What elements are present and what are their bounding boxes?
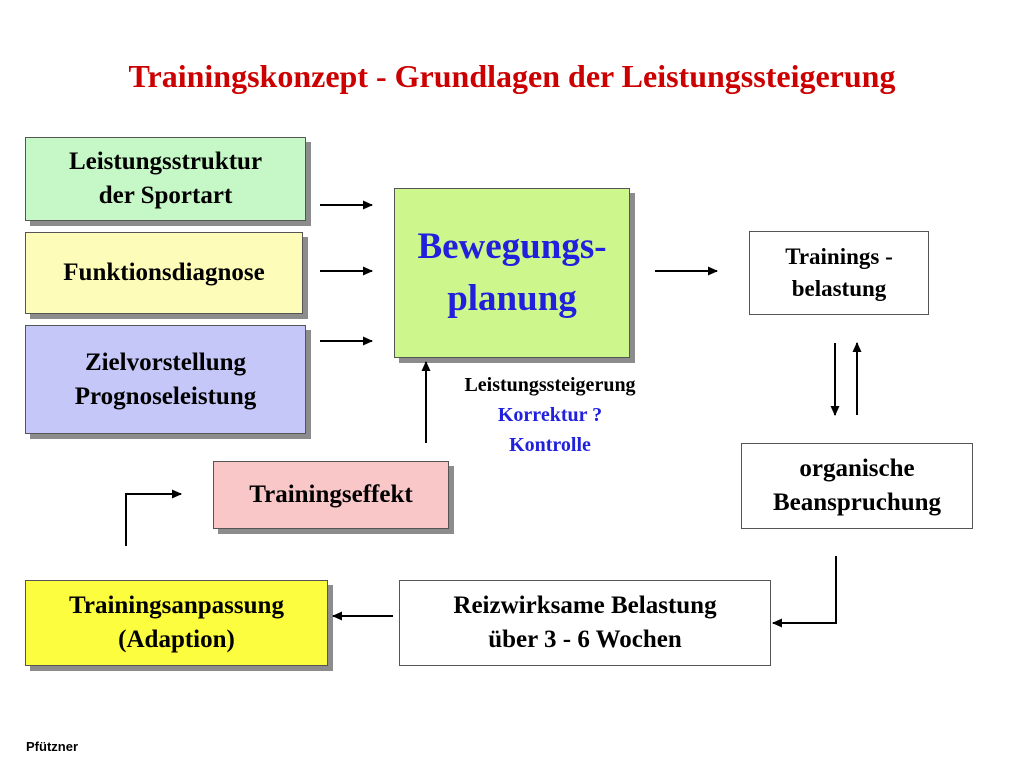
bewegungsplanung-line1: Bewegungs- bbox=[417, 226, 607, 267]
beanspruchung-line2: Beanspruchung bbox=[772, 489, 942, 516]
zielvorstellung-line1: Zielvorstellung bbox=[84, 348, 247, 376]
reizbelastung-line1: Reizwirksame Belastung bbox=[453, 592, 717, 619]
bewegungsplanung-line2: planung bbox=[447, 278, 577, 319]
trainingsbelastung-box: Trainings - belastung bbox=[749, 231, 929, 315]
arrow-beanspruchung-to-reiz bbox=[772, 556, 837, 628]
feedback-leistungssteigerung: Leistungssteigerung bbox=[464, 374, 636, 396]
feedback-label: Leistungssteigerung Korrektur ? Kontroll… bbox=[405, 370, 695, 460]
beanspruchung-box: organische Beanspruchung bbox=[741, 443, 973, 529]
funktionsdiagnose-line1: Funktionsdiagnose bbox=[63, 259, 265, 286]
trainingsanpassung-box: Trainingsanpassung (Adaption) bbox=[25, 580, 328, 666]
feedback-korrektur: Korrektur ? bbox=[497, 404, 603, 426]
author-label: Pfützner bbox=[26, 739, 78, 754]
feedback-kontrolle: Kontrolle bbox=[509, 434, 591, 456]
leistungsstruktur-line1: Leistungsstruktur bbox=[68, 148, 263, 175]
trainingsbelastung-line1: Trainings - bbox=[785, 244, 893, 269]
arrow-anpassung-to-effekt bbox=[125, 489, 182, 546]
trainingseffekt-line1: Trainingseffekt bbox=[249, 481, 413, 508]
zielvorstellung-line2: Prognoseleistung bbox=[74, 382, 257, 410]
slide-title: Trainingskonzept - Grundlagen der Leistu… bbox=[128, 58, 896, 94]
beanspruchung-line1: organische bbox=[799, 455, 915, 482]
zielvorstellung-box: Zielvorstellung Prognoseleistung bbox=[25, 325, 306, 434]
leistungsstruktur-box: Leistungsstruktur der Sportart bbox=[25, 137, 306, 221]
trainingsbelastung-line2: belastung bbox=[791, 276, 887, 301]
funktionsdiagnose-box: Funktionsdiagnose bbox=[25, 232, 303, 314]
trainingsanpassung-line2: (Adaption) bbox=[118, 626, 235, 653]
reizbelastung-line2: über 3 - 6 Wochen bbox=[488, 626, 682, 653]
reizbelastung-box: Reizwirksame Belastung über 3 - 6 Wochen bbox=[399, 580, 771, 666]
trainingseffekt-box: Trainingseffekt bbox=[213, 461, 449, 529]
bewegungsplanung-box: Bewegungs- planung bbox=[394, 188, 630, 358]
leistungsstruktur-line2: der Sportart bbox=[98, 182, 233, 209]
trainingsanpassung-line1: Trainingsanpassung bbox=[69, 592, 284, 619]
